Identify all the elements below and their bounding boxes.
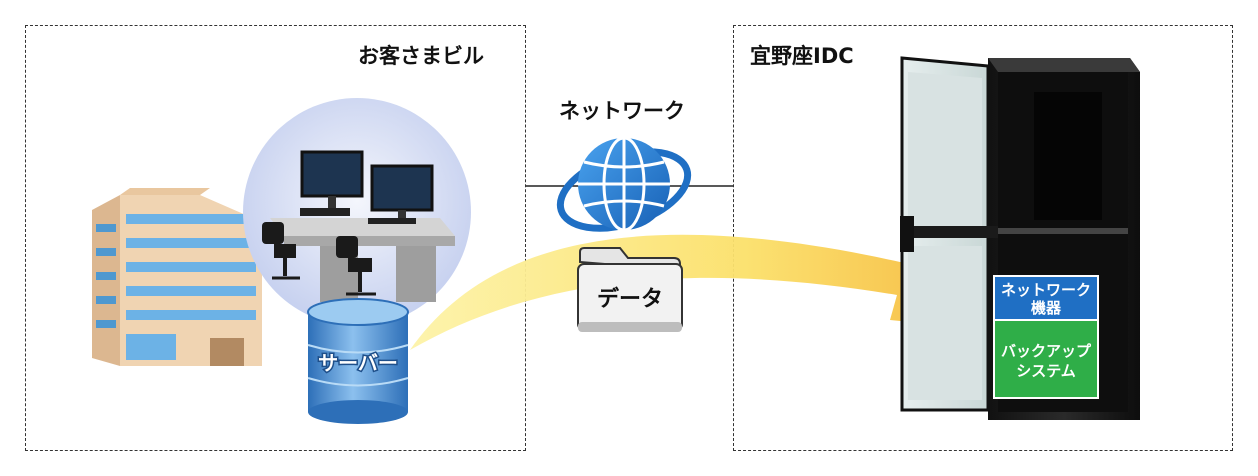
server-label: サーバー xyxy=(318,351,398,375)
network-label: ネットワーク xyxy=(559,99,685,123)
office-building-icon xyxy=(92,188,262,366)
customer-building-label: お客さまビル xyxy=(358,44,484,68)
server-database-icon: サーバー xyxy=(307,298,409,424)
network-globe-icon xyxy=(556,136,692,232)
backup-system-box: バックアップ システム xyxy=(993,319,1099,399)
network-equipment-label-line1: ネットワーク xyxy=(1001,281,1091,299)
data-label: データ xyxy=(597,286,663,312)
idc-label: 宜野座IDC xyxy=(750,44,854,68)
data-folder-icon: データ xyxy=(577,247,683,332)
network-equipment-box: ネットワーク 機器 xyxy=(993,275,1099,321)
data-flow-arrow xyxy=(410,234,972,350)
network-equipment-label-line2: 機器 xyxy=(1031,299,1062,317)
office-workstations-icon xyxy=(243,98,471,326)
backup-system-label-line2: システム xyxy=(1016,362,1076,380)
customer-building-zone xyxy=(25,25,526,451)
backup-system-label-line1: バックアップ xyxy=(1001,342,1092,360)
